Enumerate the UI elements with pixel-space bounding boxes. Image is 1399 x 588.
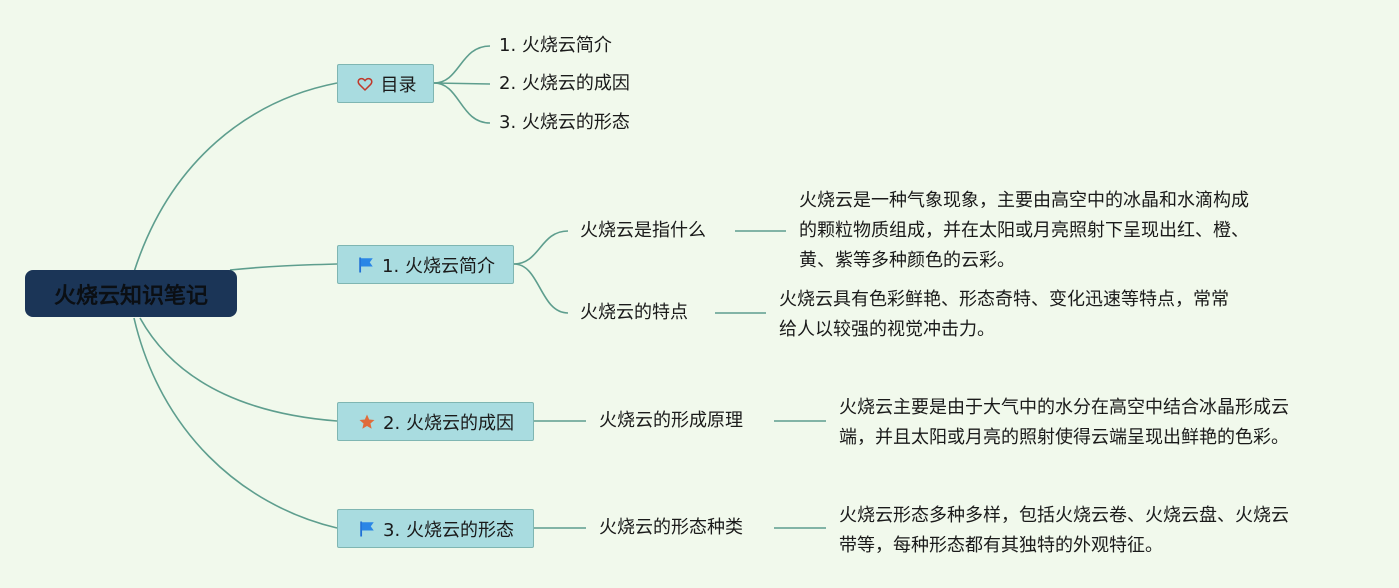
connector-toc-3 [433, 82, 491, 124]
toc-item-cause[interactable]: 2. 火烧云的成因 [499, 73, 630, 94]
connector-root-form [133, 317, 338, 529]
branch-toc[interactable]: 目录 [337, 64, 434, 103]
detail-features: 火烧云具有色彩鲜艳、形态奇特、变化迅速等特点，常常 给人以较强的视觉冲击力。 [779, 289, 1229, 340]
branch-label: 目录 [380, 74, 417, 96]
branch-label: 3. 火烧云的形态 [383, 519, 514, 541]
branch-label: 2. 火烧云的成因 [383, 412, 514, 434]
topic-form-types[interactable]: 火烧云的形态种类 [599, 517, 743, 538]
topic-what-is[interactable]: 火烧云是指什么 [580, 220, 706, 241]
toc-item-form[interactable]: 3. 火烧云的形态 [499, 112, 630, 133]
connector-root-cause [139, 317, 338, 422]
toc-item-intro[interactable]: 1. 火烧云简介 [499, 35, 612, 56]
connector-root-intro [229, 263, 338, 271]
connector-intro-2 [513, 263, 569, 314]
star-icon [357, 412, 377, 432]
root-label: 火烧云知识笔记 [53, 283, 208, 309]
connector-root-toc [133, 82, 338, 273]
branch-intro[interactable]: 1. 火烧云简介 [337, 245, 514, 284]
topic-formation[interactable]: 火烧云的形成原理 [599, 410, 743, 431]
flag-icon [356, 255, 376, 275]
topic-features[interactable]: 火烧云的特点 [580, 302, 688, 323]
connector-toc-1 [433, 45, 491, 84]
detail-form-types: 火烧云形态多种多样，包括火烧云卷、火烧云盘、火烧云 带等，每种形态都有其独特的外… [839, 505, 1289, 556]
connector-intro-1 [513, 230, 569, 265]
detail-what-is: 火烧云是一种气象现象，主要由高空中的冰晶和水滴构成 的颗粒物质组成，并在太阳或月… [799, 190, 1249, 271]
root-node[interactable]: 火烧云知识笔记 [25, 270, 237, 317]
flag-icon [357, 519, 377, 539]
heart-icon [355, 74, 375, 94]
connector-toc-2 [433, 82, 491, 85]
branch-form[interactable]: 3. 火烧云的形态 [337, 509, 534, 548]
branch-label: 1. 火烧云简介 [382, 255, 495, 277]
branch-cause[interactable]: 2. 火烧云的成因 [337, 402, 534, 441]
detail-formation: 火烧云主要是由于大气中的水分在高空中结合冰晶形成云 端，并且太阳或月亮的照射使得… [839, 397, 1289, 448]
